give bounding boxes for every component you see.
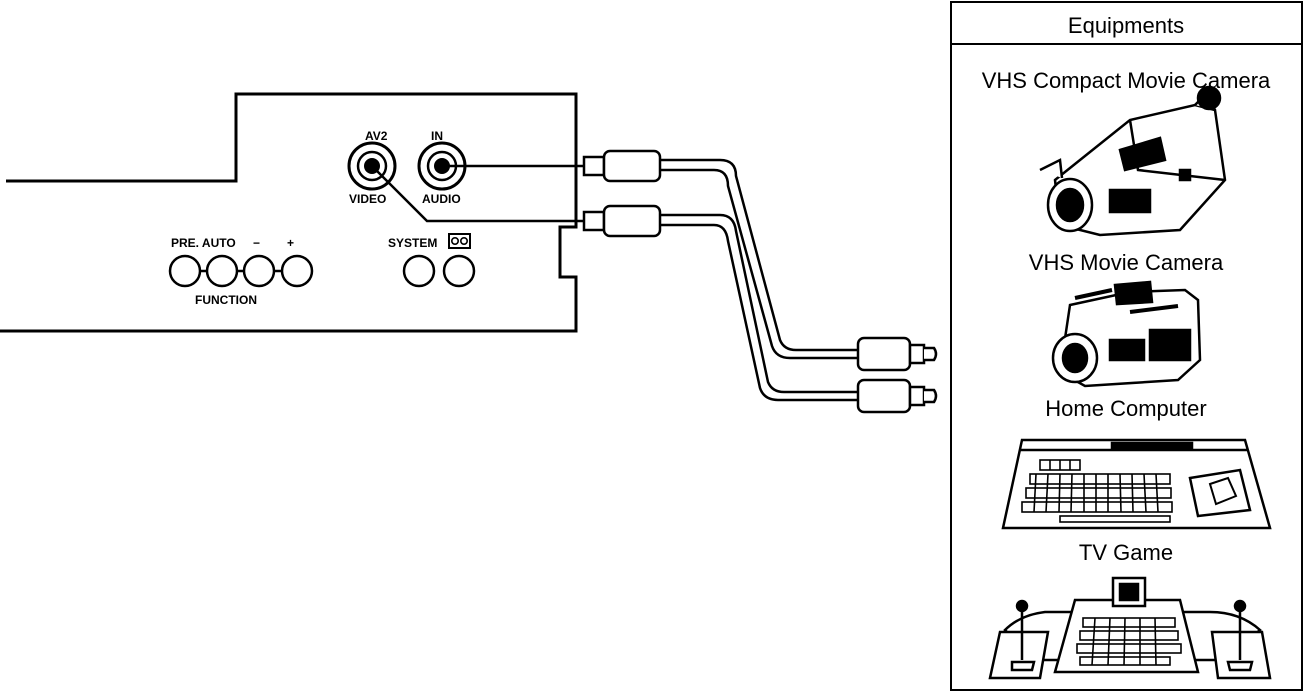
auto-button[interactable] [205, 254, 239, 288]
audio-label: AUDIO [422, 192, 461, 206]
minus-button[interactable] [242, 254, 276, 288]
camcorder-icon [1051, 280, 1202, 388]
equipment-box-title: Equipments [1068, 13, 1184, 38]
equipment-label-compact-camera: VHS Compact Movie Camera [982, 68, 1271, 93]
in-label: IN [431, 129, 443, 143]
equipment-label-tv-game: TV Game [1079, 540, 1173, 565]
equipment-end-plug-audio [856, 336, 938, 372]
compact-camcorder-icon [1039, 85, 1227, 237]
system-button-group: SYSTEM [388, 233, 476, 288]
pre-button[interactable] [168, 254, 202, 288]
tv-end-plug-audio [582, 149, 662, 183]
equipment-label-movie-camera: VHS Movie Camera [1029, 250, 1224, 275]
video-label: VIDEO [349, 192, 386, 206]
tv-panel-outline [0, 92, 578, 333]
cassette-icon [448, 233, 471, 249]
system-button[interactable] [402, 254, 436, 288]
equipment-box: Equipments VHS Compact Movie Camera VHS … [950, 1, 1303, 691]
equipment-label-home-computer: Home Computer [1045, 396, 1206, 421]
plus-button[interactable] [280, 254, 314, 288]
tv-game-console-icon [988, 576, 1272, 680]
function-label: FUNCTION [195, 293, 257, 307]
equipment-end-plug-video [856, 378, 938, 414]
tv-end-plug-video [582, 204, 662, 238]
vcr-button[interactable] [442, 254, 476, 288]
function-button-group: PRE. AUTO − + FUNCTION [168, 236, 314, 307]
av-cable [371, 149, 938, 414]
pre-auto-label: PRE. AUTO [171, 236, 236, 250]
home-computer-icon [1001, 438, 1272, 530]
plus-label: + [287, 236, 294, 250]
system-label: SYSTEM [388, 236, 437, 250]
av2-jack-group: AV2 IN VIDEO AUDIO [347, 129, 467, 206]
minus-label: − [253, 236, 260, 250]
av2-label: AV2 [365, 129, 388, 143]
